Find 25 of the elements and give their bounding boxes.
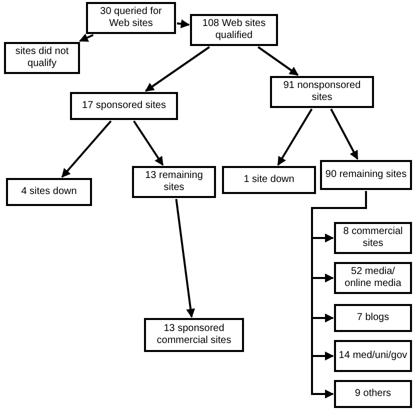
process-box: sites did not qualify bbox=[4, 42, 80, 74]
process-box: 14 med/uni/gov bbox=[334, 340, 412, 372]
process-box: 9 others bbox=[334, 380, 412, 408]
arrow bbox=[61, 120, 112, 178]
process-box: 30 queried for Web sites bbox=[86, 2, 176, 34]
process-box: 4 sites down bbox=[6, 178, 92, 206]
process-box: 13 remaining sites bbox=[132, 166, 216, 198]
arrow bbox=[79, 34, 94, 42]
process-box: 108 Web sites qualified bbox=[190, 14, 278, 46]
arrow bbox=[144, 46, 210, 92]
process-box: 13 sponsored commercial sites bbox=[144, 318, 244, 352]
process-box: 90 remaining sites bbox=[320, 160, 412, 190]
process-box: 1 site down bbox=[222, 166, 316, 194]
process-box: 52 media/ online media bbox=[334, 262, 412, 294]
arrow bbox=[175, 198, 196, 318]
process-box: 7 blogs bbox=[334, 304, 412, 332]
arrow bbox=[176, 19, 190, 28]
arrow bbox=[277, 108, 313, 166]
process-box: 17 sponsored sites bbox=[70, 92, 178, 120]
process-box: 91 nonsponsored sites bbox=[270, 76, 374, 108]
arrow bbox=[311, 191, 367, 398]
arrow bbox=[258, 46, 299, 76]
arrow bbox=[330, 108, 358, 160]
arrow bbox=[133, 120, 164, 166]
process-box: 8 commercial sites bbox=[334, 222, 412, 254]
